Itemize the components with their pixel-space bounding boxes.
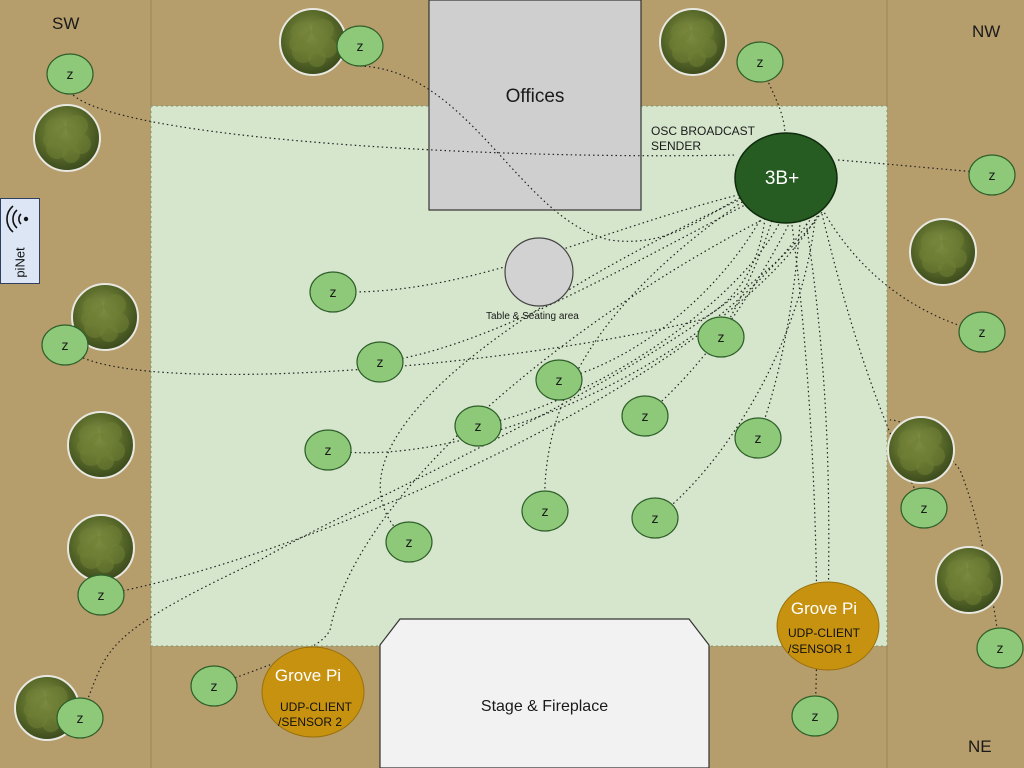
sensor-node-label: z xyxy=(98,587,105,603)
tree-7 xyxy=(887,416,955,484)
sensor-node-5[interactable]: z xyxy=(309,271,357,313)
sensor-node-label: z xyxy=(357,38,364,54)
sensor-node-label: z xyxy=(812,708,819,724)
osc-label-line1: OSC BROADCAST xyxy=(651,124,756,138)
grove-1-line2: /SENSOR 1 xyxy=(788,642,852,656)
grove-2-line2: /SENSOR 2 xyxy=(278,715,342,729)
sensor-node-label: z xyxy=(325,442,332,458)
tree-1 xyxy=(279,8,347,76)
sensor-node-label: z xyxy=(542,503,549,519)
table-seating-label: Table & Seating area xyxy=(486,311,579,322)
tree-6 xyxy=(67,411,135,479)
table-seating-circle xyxy=(504,237,574,307)
sensor-node-13[interactable]: z xyxy=(304,429,352,471)
sensor-node-7[interactable]: z xyxy=(41,324,89,366)
sensor-node-23[interactable]: z xyxy=(791,695,839,737)
compass-ne: NE xyxy=(968,737,992,756)
sensor-node-label: z xyxy=(652,510,659,526)
trees-layer xyxy=(14,8,1003,741)
sensor-node-label: z xyxy=(67,66,74,82)
grove-pi-sensor-1[interactable]: Grove Pi UDP-CLIENT /SENSOR 1 xyxy=(776,581,880,671)
sensor-node-21[interactable]: z xyxy=(190,665,238,707)
sensor-node-label: z xyxy=(211,678,218,694)
sensor-node-4[interactable]: z xyxy=(968,154,1016,196)
hub-3b-plus[interactable]: 3B+ xyxy=(734,132,838,224)
grove-1-title: Grove Pi xyxy=(791,599,857,618)
sensor-node-3[interactable]: z xyxy=(46,53,94,95)
sensor-node-12[interactable]: z xyxy=(621,395,669,437)
sensor-node-18[interactable]: z xyxy=(385,521,433,563)
sensor-node-label: z xyxy=(62,337,69,353)
sensor-node-label: z xyxy=(921,500,928,516)
tree-2 xyxy=(659,8,727,76)
sensor-node-11[interactable]: z xyxy=(454,405,502,447)
sensor-node-label: z xyxy=(77,710,84,726)
sensor-node-6[interactable]: z xyxy=(958,311,1006,353)
sensor-node-label: z xyxy=(757,54,764,70)
sensor-node-19[interactable]: z xyxy=(77,574,125,616)
offices-label: Offices xyxy=(505,86,565,107)
sensor-node-9[interactable]: z xyxy=(356,341,404,383)
sensor-node-label: z xyxy=(377,354,384,370)
pinet-label: piNet xyxy=(12,247,28,278)
grove-2-line1: UDP-CLIENT xyxy=(280,700,353,714)
sensor-node-8[interactable]: z xyxy=(697,316,745,358)
nodes-layer: z z z z z z z z z z z z z z z z z z z z z z z xyxy=(41,25,1024,739)
grove-1-line1: UDP-CLIENT xyxy=(788,626,861,640)
sensor-node-2[interactable]: z xyxy=(736,41,784,83)
sensor-node-10[interactable]: z xyxy=(535,359,583,401)
sensor-node-label: z xyxy=(330,284,337,300)
tree-8 xyxy=(67,514,135,582)
sensor-node-16[interactable]: z xyxy=(521,490,569,532)
stage-label: Stage & Fireplace xyxy=(480,698,609,715)
tree-3 xyxy=(33,104,101,172)
sensor-node-15[interactable]: z xyxy=(900,487,948,529)
sensor-node-label: z xyxy=(556,372,563,388)
tree-5 xyxy=(71,283,139,351)
tree-9 xyxy=(935,546,1003,614)
sensor-node-label: z xyxy=(406,534,413,550)
tree-4 xyxy=(909,218,977,286)
sensor-node-label: z xyxy=(755,430,762,446)
sensor-node-20[interactable]: z xyxy=(976,627,1024,669)
sensor-node-label: z xyxy=(979,324,986,340)
sensor-node-label: z xyxy=(718,329,725,345)
sensor-node-22[interactable]: z xyxy=(56,697,104,739)
hub-label: 3B+ xyxy=(765,168,799,189)
grove-pi-sensor-2[interactable]: Grove Pi UDP-CLIENT /SENSOR 2 xyxy=(261,646,365,738)
osc-label-line2: SENDER xyxy=(651,139,702,153)
sensor-node-label: z xyxy=(642,408,649,424)
wifi-icon xyxy=(6,205,29,233)
stage-fireplace xyxy=(379,618,710,768)
grove-2-title: Grove Pi xyxy=(275,666,341,685)
sensor-node-label: z xyxy=(989,167,996,183)
sensor-node-14[interactable]: z xyxy=(734,417,782,459)
sensor-node-17[interactable]: z xyxy=(631,497,679,539)
offices-building xyxy=(428,0,642,211)
pinet-access-point[interactable]: piNet xyxy=(0,198,40,284)
compass-sw: SW xyxy=(52,14,80,33)
sensor-node-1[interactable]: z xyxy=(336,25,384,67)
sensor-node-label: z xyxy=(997,640,1004,656)
compass-nw: NW xyxy=(972,22,1001,41)
sensor-node-label: z xyxy=(475,418,482,434)
